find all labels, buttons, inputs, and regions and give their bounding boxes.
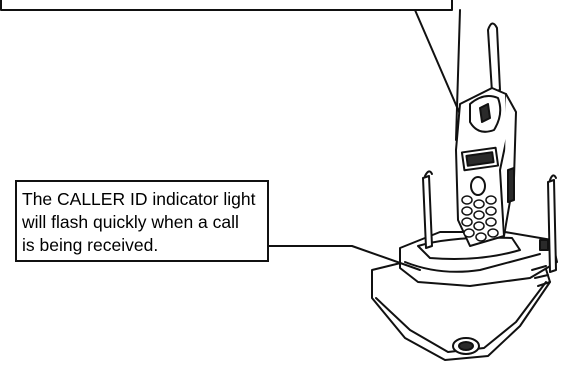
cordless-handset-icon [456,23,516,246]
callout-line-2: will flash quickly when a call [22,211,267,234]
callout-line-1: The CALLER ID indicator light [22,188,267,211]
top-callout-frame [1,0,452,10]
callout-text: The CALLER ID indicator light will flash… [22,188,267,257]
callout-line-3: is being received. [22,234,267,257]
caller-id-callout: The CALLER ID indicator light will flash… [15,180,269,262]
